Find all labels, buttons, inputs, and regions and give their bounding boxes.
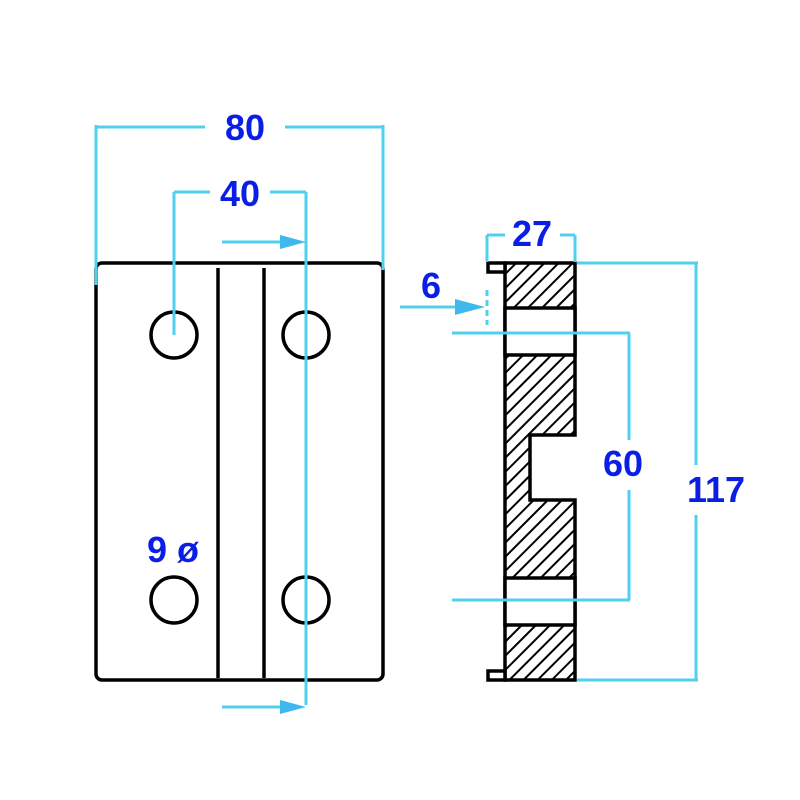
arrow-icon: [222, 700, 306, 714]
side-view-section: [486, 261, 577, 682]
hole-bottom-left: [149, 575, 199, 625]
flange-bottom: [486, 669, 507, 682]
dimension-label: 80: [225, 107, 265, 148]
flange-top: [486, 261, 507, 274]
dimension-label: 60: [603, 443, 643, 484]
front-view: [94, 261, 385, 682]
hole-diameter-label: 9 ø: [147, 529, 199, 570]
dimension-27: 27: [485, 213, 577, 262]
dimension-80: 80: [94, 107, 385, 285]
dimension-6: 6: [400, 265, 489, 325]
dimension-label: 6: [421, 265, 441, 306]
dimension-label: 27: [512, 213, 552, 254]
dimension-label: 40: [220, 173, 260, 214]
dimension-117: 117: [577, 261, 745, 682]
dimension-60: 60: [452, 331, 643, 602]
plate-outline: [94, 261, 385, 682]
dimension-label: 117: [687, 469, 745, 510]
dimension-40: 40: [172, 173, 308, 705]
arrow-icon: [222, 235, 306, 249]
